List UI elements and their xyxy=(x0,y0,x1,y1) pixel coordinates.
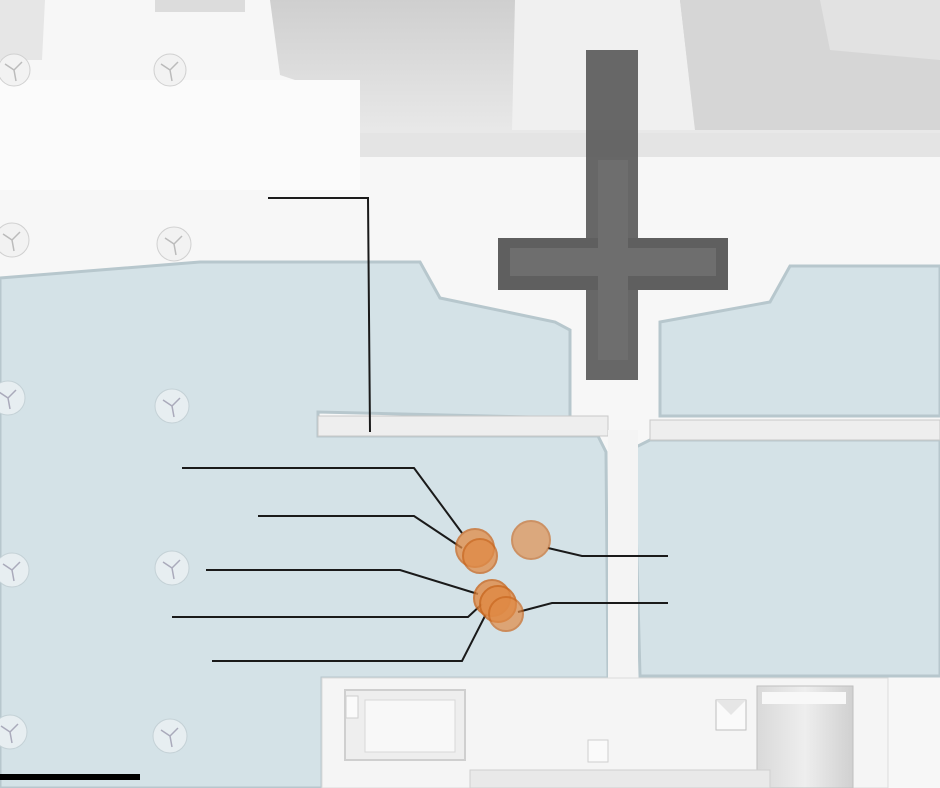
east-upper-pool xyxy=(658,264,940,418)
bottom-buildings xyxy=(321,677,889,788)
cross-plinth xyxy=(498,50,728,380)
east-lower-pool xyxy=(632,438,940,678)
orange-marker xyxy=(488,596,524,632)
tree-symbol-icon xyxy=(154,550,190,586)
trees xyxy=(0,53,192,754)
leader-line xyxy=(258,515,463,549)
tree-symbol-icon xyxy=(156,226,192,262)
tree-symbol-icon xyxy=(0,380,26,416)
tree-symbol-icon xyxy=(0,222,30,258)
orange-marker xyxy=(511,520,551,560)
leader-line xyxy=(182,467,463,534)
water-pools xyxy=(0,260,940,788)
leader-line xyxy=(268,197,371,433)
leader-line xyxy=(517,602,668,613)
tree-symbol-icon xyxy=(154,388,190,424)
leader-line xyxy=(206,569,479,595)
orange-marker xyxy=(462,538,498,574)
leader-line xyxy=(547,547,668,557)
tree-symbol-icon xyxy=(0,53,31,87)
tree-symbol-icon xyxy=(153,53,187,87)
tree-symbol-icon xyxy=(0,714,28,750)
leader-line xyxy=(212,613,487,662)
tree-symbol-icon xyxy=(0,552,30,588)
markers xyxy=(455,520,551,632)
tree-symbol-icon xyxy=(152,718,188,754)
scale-bar xyxy=(0,774,140,780)
